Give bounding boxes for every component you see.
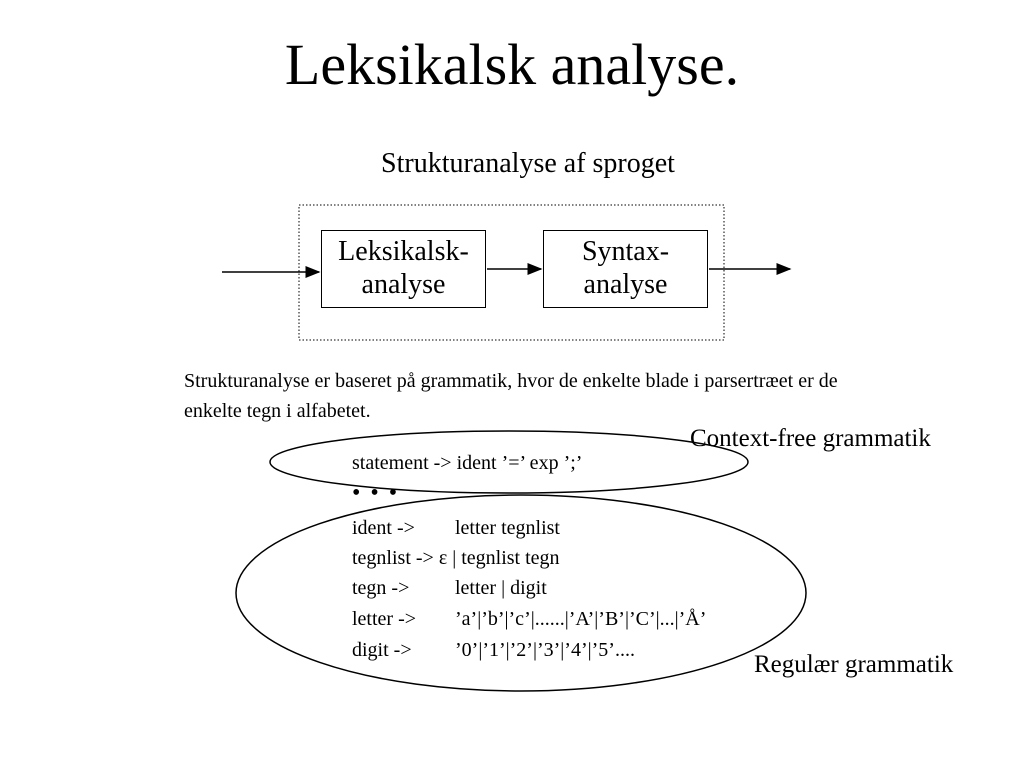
- rule-rhs: ’a’|’b’|’c’|......|’A’|’B’|’C’|...|’Å’: [455, 608, 707, 630]
- regular-grammar-label: Regulær grammatik: [754, 651, 954, 678]
- syntax-box-line2: analyse: [583, 269, 668, 300]
- statement-rule: statement -> ident ’=’ exp ’;’: [352, 452, 583, 474]
- rule-lhs: digit ->: [352, 639, 412, 661]
- syntax-box-line1: Syntax-: [581, 236, 670, 267]
- lexical-box-line1: Leksikalsk-: [338, 236, 469, 267]
- subtitle: Strukturanalyse af sproget: [381, 148, 675, 179]
- ellipsis: • • •: [352, 480, 400, 506]
- rule-rhs: letter | digit: [455, 577, 547, 599]
- rule-lhs: letter ->: [352, 608, 417, 630]
- syntax-analysis-box: Syntax- analyse: [543, 230, 708, 308]
- lexical-analysis-box: Leksikalsk- analyse: [321, 230, 486, 308]
- context-free-label: Context-free grammatik: [690, 425, 931, 452]
- rule-lhs: tegn ->: [352, 577, 410, 599]
- rule-rhs: ’0’|’1’|’2’|’3’|’4’|’5’....: [455, 639, 635, 661]
- rule-rhs: letter tegnlist: [455, 517, 560, 539]
- lexical-box-line2: analyse: [361, 269, 446, 300]
- rule-lhs: tegnlist -> ε | tegnlist tegn: [352, 547, 560, 569]
- page-title: Leksikalsk analyse.: [284, 32, 740, 97]
- rule-lhs: ident ->: [352, 517, 415, 539]
- description-text: Strukturanalyse er baseret på grammatik,…: [184, 370, 838, 422]
- regular-ellipse: [235, 494, 807, 692]
- context-free-ellipse: [269, 430, 749, 494]
